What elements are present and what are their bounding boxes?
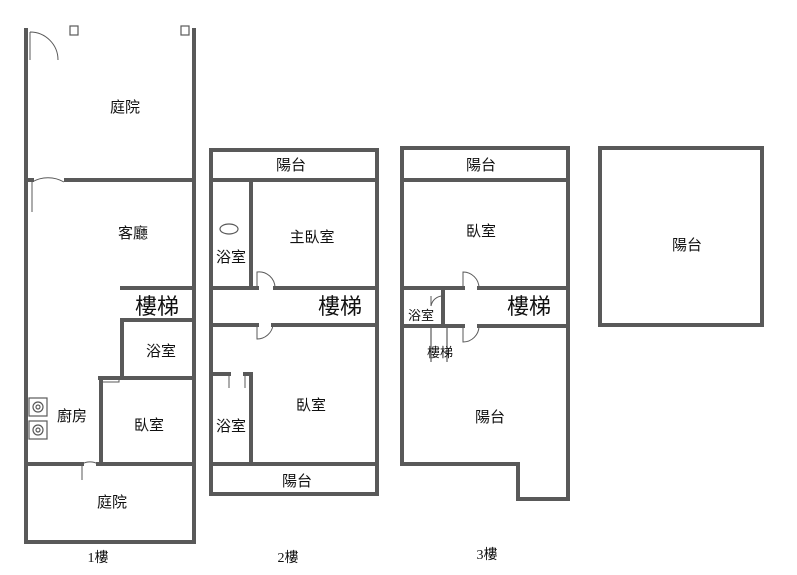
room-label-bedroom: 臥室 bbox=[134, 417, 164, 434]
door-swing bbox=[29, 31, 59, 61]
room-label-balcony-front: 陽台 bbox=[276, 157, 306, 174]
room-label-bedroom: 臥室 bbox=[296, 397, 326, 414]
door-swing bbox=[31, 177, 65, 212]
gate-post bbox=[69, 25, 79, 36]
floor-2-title: 2樓 bbox=[278, 550, 299, 566]
room-label-kitchen: 廚房 bbox=[57, 407, 87, 425]
floor-1-plan: 庭院 客廳 樓梯 浴室 廚房 臥室 庭院 1樓 bbox=[24, 25, 196, 566]
room-label-bathroom-2: 浴室 bbox=[216, 418, 246, 435]
door-swing bbox=[256, 324, 274, 340]
room-label-balcony-front: 陽台 bbox=[466, 157, 496, 174]
floor-3-title: 3樓 bbox=[477, 547, 498, 563]
door-swing bbox=[103, 378, 120, 383]
wall bbox=[209, 148, 379, 496]
door-swing bbox=[430, 295, 444, 307]
room-label-stairs: 樓梯 bbox=[318, 294, 362, 319]
room-label-bedroom: 臥室 bbox=[466, 223, 496, 240]
roof-plan: 陽台 bbox=[598, 146, 764, 327]
room-label-stairs: 樓梯 bbox=[507, 294, 551, 319]
room-label-back-yard: 庭院 bbox=[97, 493, 127, 511]
room-label-roof-balcony: 陽台 bbox=[672, 237, 702, 254]
door-swing bbox=[228, 374, 246, 388]
door-swing bbox=[462, 271, 480, 289]
wall bbox=[598, 146, 764, 327]
room-label-stairs-small: 樓梯 bbox=[427, 345, 453, 360]
room-label-bathroom: 浴室 bbox=[146, 343, 176, 360]
room-label-bathroom-1: 浴室 bbox=[216, 249, 246, 266]
floor-2-plan: 陽台 浴室 主臥室 樓梯 浴室 臥室 陽台 2樓 bbox=[209, 148, 379, 566]
door-swing bbox=[256, 271, 276, 289]
wall bbox=[400, 146, 570, 501]
gate-post bbox=[180, 25, 190, 36]
stove-icon bbox=[28, 397, 48, 440]
door-swing bbox=[81, 461, 99, 480]
room-label-stairs: 樓梯 bbox=[135, 294, 179, 319]
toilet-icon bbox=[219, 223, 239, 235]
room-label-living-room: 客廳 bbox=[118, 224, 148, 242]
room-label-balcony-back: 陽台 bbox=[282, 473, 312, 490]
room-label-master-bedroom: 主臥室 bbox=[289, 229, 334, 246]
room-label-front-yard: 庭院 bbox=[110, 98, 140, 116]
floor-3-plan: 陽台 臥室 浴室 樓梯 樓梯 陽台 3樓 bbox=[400, 146, 570, 563]
floor-1-title: 1樓 bbox=[88, 550, 109, 566]
room-label-balcony-back: 陽台 bbox=[475, 409, 505, 426]
room-label-bathroom: 浴室 bbox=[408, 308, 434, 323]
door-swing bbox=[462, 325, 480, 343]
